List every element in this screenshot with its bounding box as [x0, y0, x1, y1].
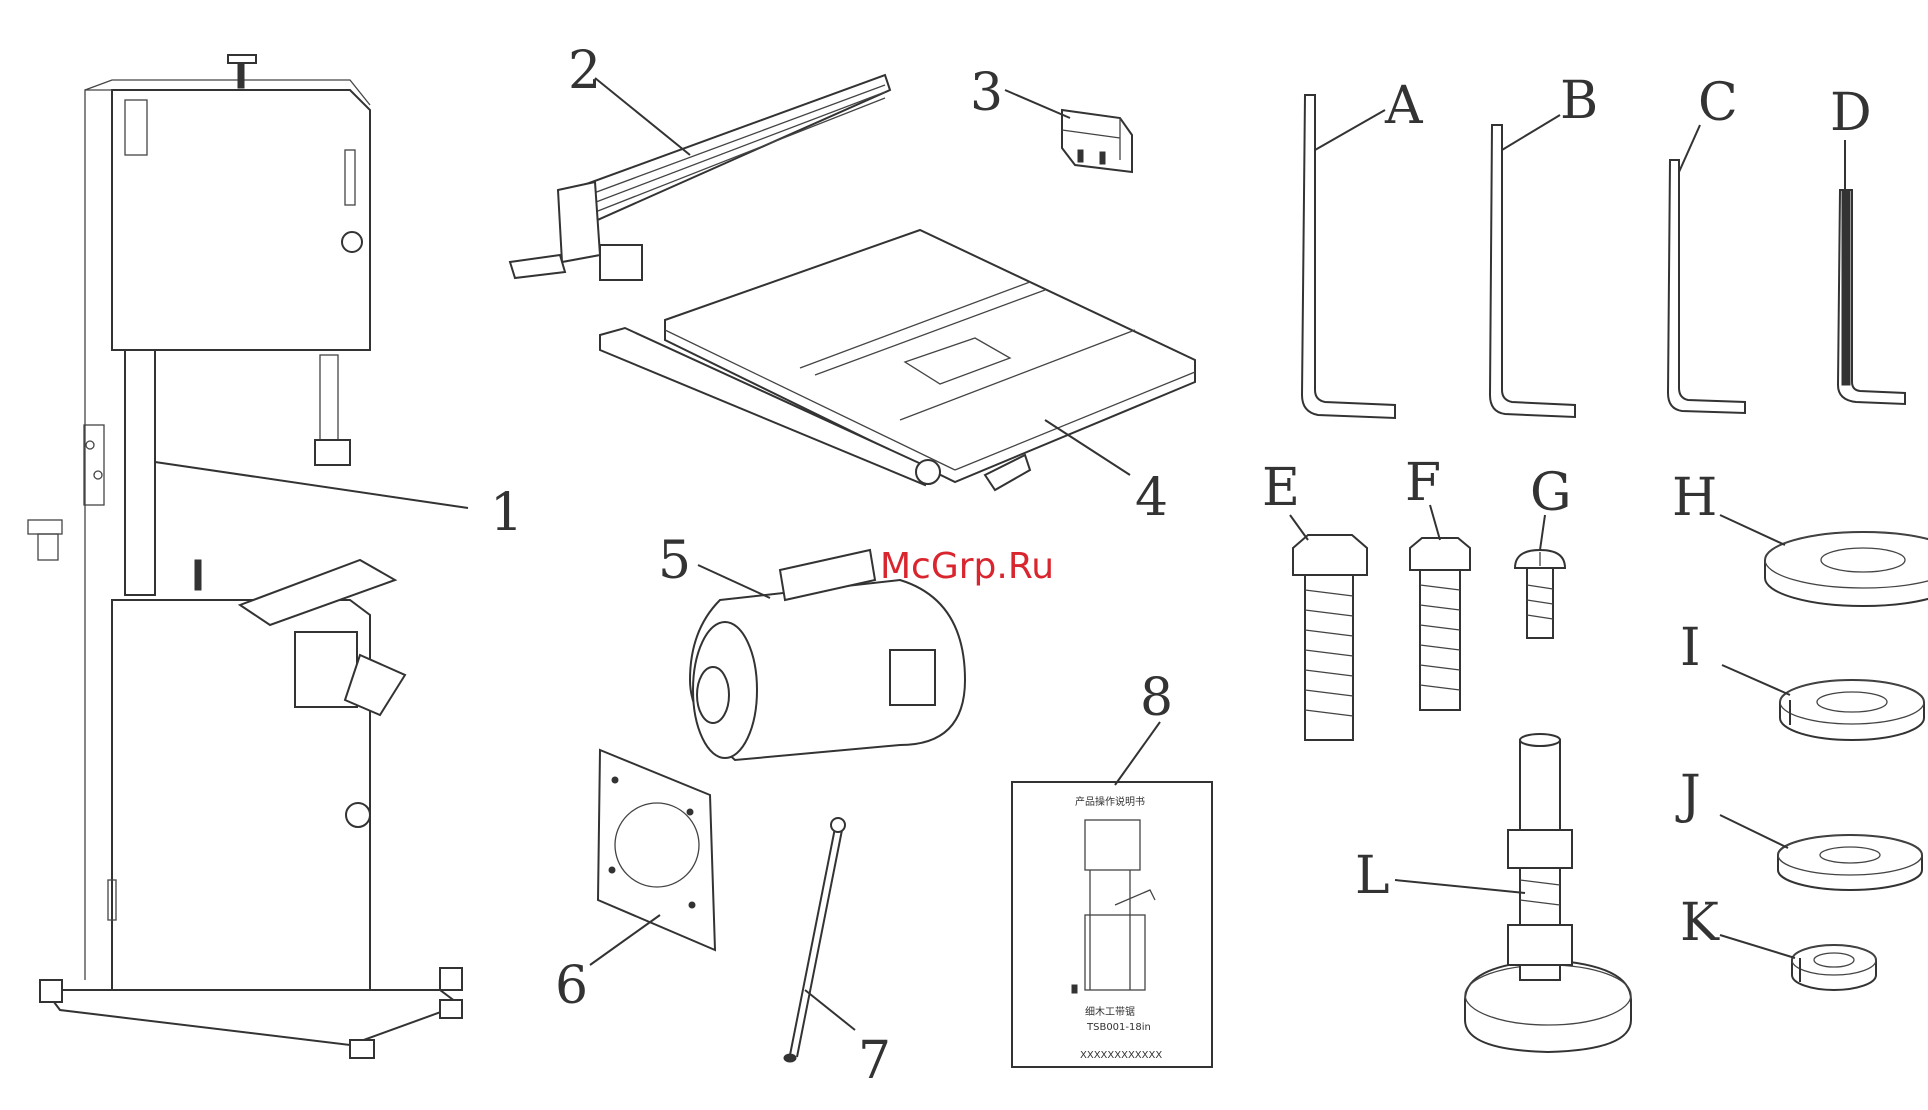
hw-label-f: F: [1405, 453, 1441, 513]
part-label-3: 3: [970, 63, 1003, 123]
hw-label-g: G: [1530, 463, 1572, 523]
watermark: McGrp.Ru: [880, 546, 1054, 587]
hex-key-d: D: [1830, 83, 1905, 404]
lock-washer-i: I: [1680, 618, 1924, 740]
manual-footer: XXXXXXXXXXXX: [1080, 1050, 1162, 1061]
hw-label-j: J: [1675, 765, 1701, 825]
hw-label-d: D: [1830, 83, 1872, 143]
manual-model: TSB001-18in: [1086, 1022, 1151, 1033]
fence-bracket: 3: [970, 63, 1132, 172]
hw-label-l: L: [1355, 846, 1390, 906]
part-label-8: 8: [1140, 668, 1173, 728]
manual-header: 产品操作说明书: [1075, 795, 1145, 808]
instruction-manual: 产品操作说明书 细木工带锯 TSB001-18in XXXXXXXXXXXX 8: [1012, 668, 1212, 1067]
part-label-5: 5: [658, 531, 691, 591]
hex-bolt-e: E: [1262, 458, 1367, 740]
hex-key-c: C: [1668, 73, 1745, 413]
hex-bolt-f: F: [1405, 453, 1470, 710]
flat-washer-j: J: [1675, 765, 1922, 890]
hw-label-a: A: [1384, 76, 1424, 136]
adjusting-rod: 7: [784, 818, 891, 1091]
mounting-plate: 6: [555, 750, 715, 1016]
rip-fence: 2: [510, 41, 890, 280]
part-label-4: 4: [1135, 468, 1168, 528]
hex-key-b: B: [1490, 71, 1598, 417]
part-label-7: 7: [858, 1031, 891, 1091]
hw-label-i: I: [1680, 618, 1701, 678]
leveling-foot-l: L: [1355, 734, 1631, 1052]
hw-label-h: H: [1672, 468, 1717, 528]
flat-washer-h: H: [1672, 468, 1928, 606]
part-label-2: 2: [568, 41, 601, 101]
part-label-6: 6: [555, 956, 588, 1016]
hw-label-e: E: [1262, 458, 1300, 518]
manual-subtitle: 细木工带锯: [1085, 1005, 1135, 1018]
screw-g: G: [1515, 463, 1572, 638]
part-label-1: 1: [490, 483, 523, 543]
hw-label-k: K: [1680, 893, 1720, 953]
hw-label-b: B: [1560, 71, 1598, 131]
hex-key-a: A: [1302, 76, 1424, 418]
band-saw: 1: [28, 55, 523, 1058]
hw-label-c: C: [1698, 73, 1738, 133]
lock-washer-k: K: [1680, 893, 1876, 990]
work-table: 4: [600, 230, 1195, 528]
